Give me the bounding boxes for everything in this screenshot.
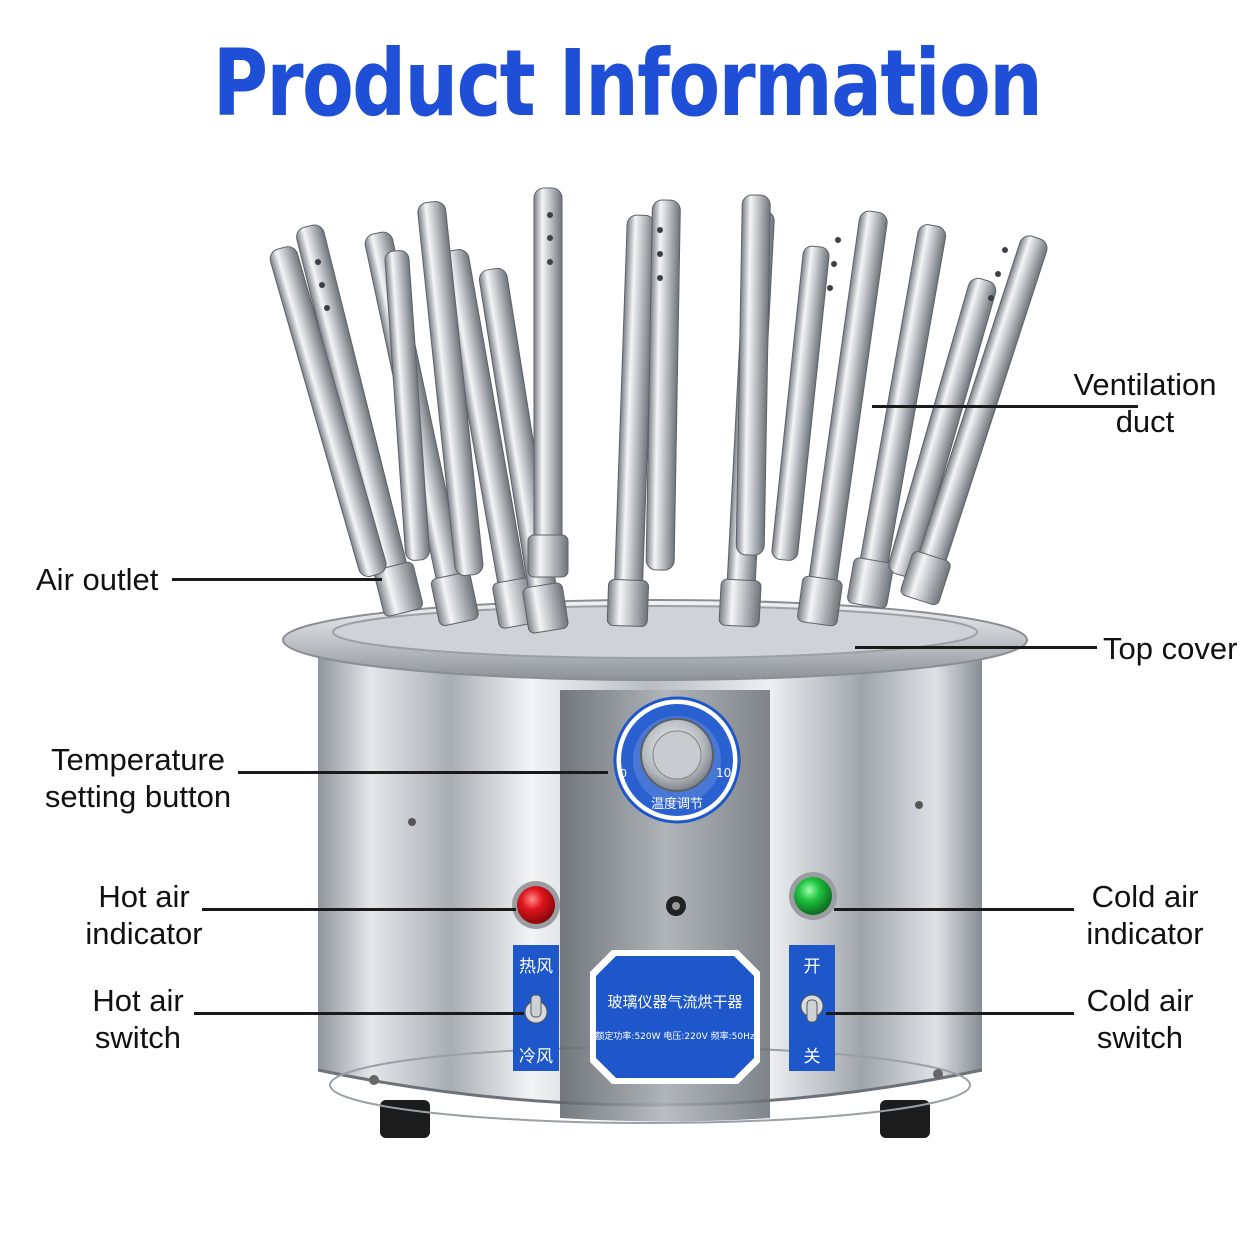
leader-hot-air-switch bbox=[194, 1012, 524, 1015]
page-title: Product Information bbox=[212, 30, 1043, 137]
label-ventilation-duct: Ventilation duct bbox=[1072, 366, 1218, 440]
leader-ventilation-duct bbox=[872, 405, 1138, 408]
label-line: Top cover bbox=[1103, 631, 1238, 666]
label-temperature-setting-button: Temperature setting button bbox=[42, 741, 234, 815]
power-switch-top-label: 开 bbox=[804, 957, 821, 977]
leader-cold-air-indicator bbox=[834, 908, 1074, 911]
cold-air-lamp bbox=[794, 877, 832, 915]
leader-temperature-setting-button bbox=[238, 771, 608, 774]
label-cold-air-switch: Cold air switch bbox=[1086, 982, 1194, 1056]
leader-cold-air-switch bbox=[826, 1012, 1074, 1015]
nameplate-title: 玻璃仪器气流烘干器 bbox=[607, 993, 742, 1011]
dial-zero-mark: 0 bbox=[620, 767, 627, 780]
label-line: switch bbox=[94, 1020, 182, 1055]
hot-switch-top-label: 热风 bbox=[519, 957, 553, 977]
hot-air-lamp bbox=[517, 886, 555, 924]
power-switch-bottom-label: 关 bbox=[804, 1047, 821, 1067]
label-line: duct bbox=[1115, 404, 1175, 439]
leader-top-cover bbox=[855, 646, 1097, 649]
label-top-cover: Top cover bbox=[1103, 630, 1237, 667]
label-line: indicator bbox=[85, 916, 203, 951]
label-line: Ventilation bbox=[1073, 367, 1217, 402]
label-line: Cold air bbox=[1086, 983, 1194, 1018]
label-line: Hot air bbox=[92, 983, 184, 1018]
label-line: indicator bbox=[1086, 916, 1204, 951]
leader-air-outlet bbox=[172, 578, 382, 581]
label-line: Hot air bbox=[98, 879, 190, 914]
label-line: Air outlet bbox=[36, 562, 159, 597]
dial-max-mark: 10 bbox=[716, 766, 731, 780]
label-cold-air-indicator: Cold air indicator bbox=[1086, 878, 1204, 952]
label-line: Temperature bbox=[50, 742, 226, 777]
label-line: switch bbox=[1096, 1020, 1184, 1055]
dial-label: 温度调节 bbox=[651, 796, 703, 812]
label-line: Cold air bbox=[1091, 879, 1199, 914]
label-air-outlet: Air outlet bbox=[36, 561, 158, 598]
nameplate-spec: 额定功率:520W 电压:220V 频率:50Hz bbox=[595, 1030, 754, 1042]
leader-hot-air-indicator bbox=[202, 908, 516, 911]
label-hot-air-indicator: Hot air indicator bbox=[84, 878, 204, 952]
hot-switch-bottom-label: 冷风 bbox=[519, 1047, 553, 1067]
label-hot-air-switch: Hot air switch bbox=[92, 982, 184, 1056]
label-line: setting button bbox=[44, 779, 232, 814]
